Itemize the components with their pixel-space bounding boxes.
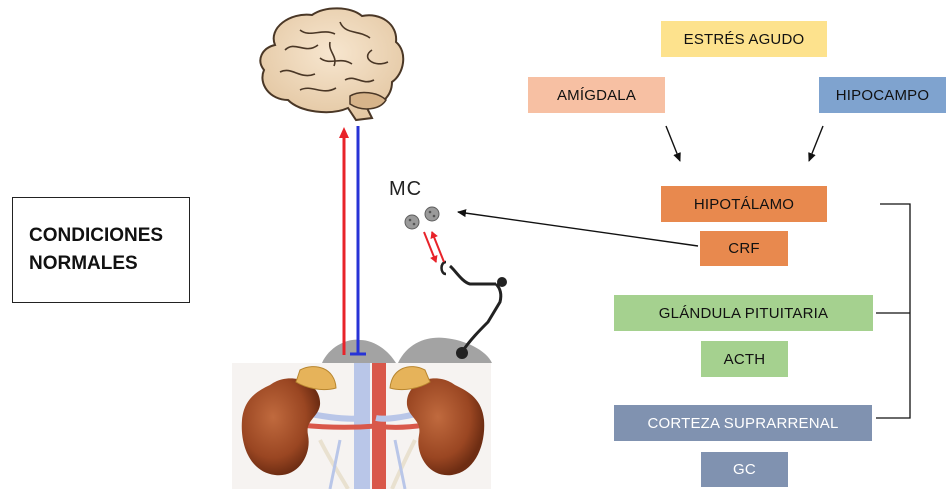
amigdala-arrow (666, 126, 680, 161)
box-gc: GC (701, 452, 788, 487)
axis-bracket (876, 204, 910, 418)
conditions-box: CONDICIONES NORMALES (12, 197, 190, 303)
mast-cell-icon (405, 207, 439, 229)
mast-cell-label: MC (389, 178, 422, 201)
box-hipocampo: HIPOCAMPO (819, 77, 946, 113)
brain-icon (260, 8, 403, 120)
hipocampo-arrow (809, 126, 823, 161)
box-amigdala: AMÍGDALA (528, 77, 665, 113)
box-corteza-suprarrenal: CORTEZA SUPRARRENAL (614, 405, 872, 441)
conditions-line2: NORMALES (29, 250, 163, 278)
kidneys-icon (232, 363, 491, 489)
box-glandula-pituitaria: GLÁNDULA PITUITARIA (614, 295, 873, 331)
box-hipotalamo: HIPOTÁLAMO (661, 186, 827, 222)
box-crf: CRF (700, 231, 788, 266)
box-acth: ACTH (701, 341, 788, 377)
box-estres-agudo: ESTRÉS AGUDO (661, 21, 827, 57)
conditions-line1: CONDICIONES (29, 222, 163, 250)
